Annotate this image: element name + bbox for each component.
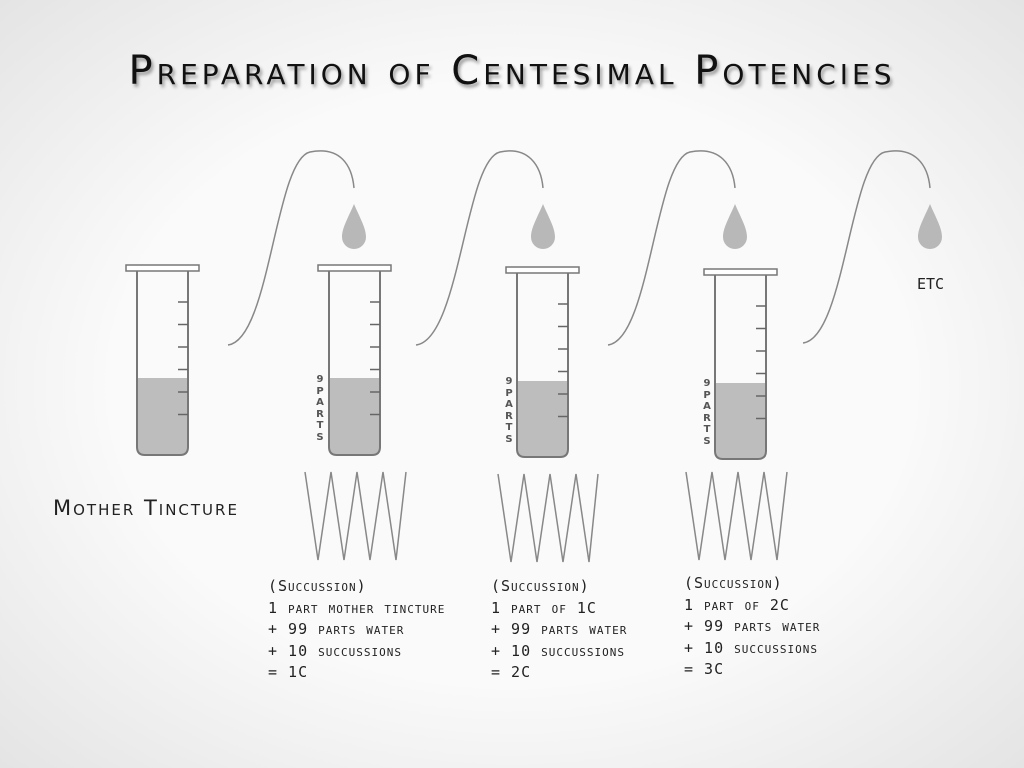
page-title: Preparation of Centesimal Potencies: [128, 48, 896, 94]
step-line: + 99 parts water: [268, 620, 405, 638]
tube-liquid: [137, 378, 188, 455]
nine-parts-label: 9PARTS: [316, 374, 324, 443]
drop-icon: [531, 204, 555, 249]
test-tube: [136, 270, 189, 456]
nine-parts-label: 9PARTS: [505, 376, 513, 445]
tube-rim: [505, 266, 580, 274]
pipette-curve: [227, 150, 355, 346]
step-line: 1 part mother tincture: [268, 598, 446, 617]
test-tube: [328, 270, 381, 456]
step-line: + 10 succussions: [491, 641, 626, 660]
succussion-zigzag: [685, 471, 788, 561]
step-1C: (Succussion) 1 part mother tincture + 99 p…: [268, 576, 445, 684]
succussion-zigzag: [304, 471, 407, 561]
step-line: 1 part of 2C: [684, 595, 790, 614]
mother-tincture-label: Mother Tincture: [53, 496, 239, 520]
step-result: = 1C: [268, 663, 309, 681]
tube-liquid: [329, 378, 380, 455]
step-line: + 10 succussions: [268, 641, 403, 660]
drop-icon: [918, 204, 942, 249]
step-line: + 99 parts water: [684, 617, 821, 635]
test-tube: [516, 272, 569, 458]
tube-rim: [125, 264, 200, 272]
tube-rim: [317, 264, 392, 272]
tube-liquid: [715, 383, 766, 459]
step-result: = 2C: [491, 663, 532, 681]
tube-liquid: [517, 381, 568, 457]
etc-label: ETC: [917, 275, 945, 293]
tube-rim: [703, 268, 778, 276]
step-line: + 99 parts water: [491, 620, 628, 638]
step-line: + 10 succussions: [684, 638, 819, 657]
step-2C: (Succussion) 1 part of 1C + 99 parts water…: [491, 576, 627, 684]
pipette-curve: [607, 150, 736, 346]
pipette-curve: [802, 150, 931, 344]
succussion-zigzag: [497, 473, 599, 563]
step-heading: (Succussion): [491, 577, 590, 595]
drop-icon: [342, 204, 366, 249]
step-3C: (Succussion) 1 part of 2C + 99 parts water…: [684, 573, 820, 681]
step-line: 1 part of 1C: [491, 598, 597, 617]
pipette-curve: [415, 150, 544, 346]
nine-parts-label: 9PARTS: [703, 378, 711, 447]
step-heading: (Succussion): [268, 577, 367, 595]
step-result: = 3C: [684, 660, 725, 678]
step-heading: (Succussion): [684, 574, 783, 592]
drop-icon: [723, 204, 747, 249]
test-tube: [714, 274, 767, 460]
